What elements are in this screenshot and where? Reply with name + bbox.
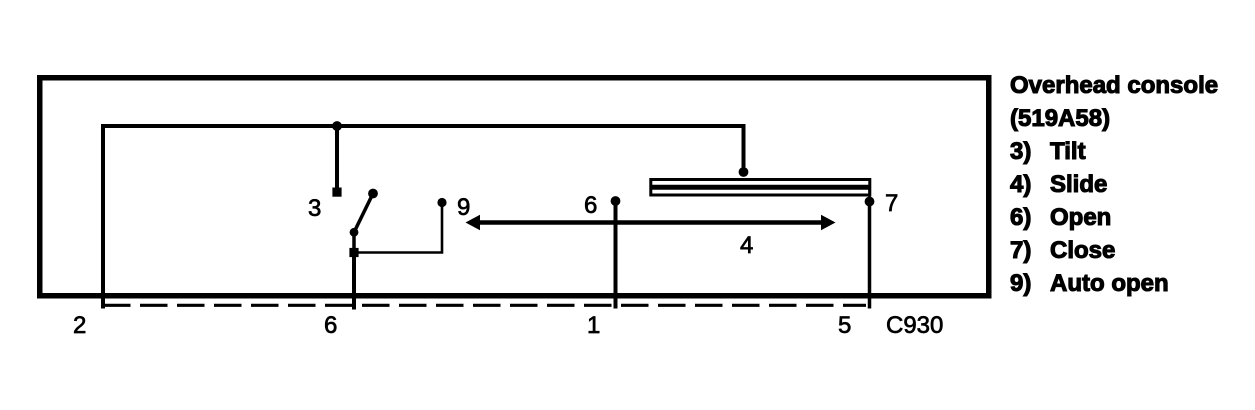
svg-text:4: 4: [740, 232, 753, 259]
svg-text:1: 1: [587, 312, 600, 339]
svg-text:7): 7): [1010, 237, 1031, 264]
svg-text:Close: Close: [1050, 237, 1115, 264]
svg-text:Tilt: Tilt: [1050, 138, 1086, 165]
svg-text:Overhead console: Overhead console: [1010, 72, 1218, 99]
svg-text:5: 5: [838, 312, 851, 339]
svg-text:6: 6: [324, 312, 337, 339]
svg-text:3): 3): [1010, 138, 1031, 165]
svg-text:3: 3: [308, 195, 321, 222]
svg-text:9: 9: [457, 194, 470, 221]
svg-text:2: 2: [73, 312, 86, 339]
svg-text:Slide: Slide: [1050, 171, 1107, 198]
svg-text:Auto open: Auto open: [1050, 270, 1169, 297]
svg-text:C930: C930: [886, 312, 943, 339]
svg-text:4): 4): [1010, 171, 1031, 198]
svg-text:7: 7: [885, 190, 898, 217]
svg-text:6: 6: [584, 192, 597, 219]
svg-text:(519A58): (519A58): [1010, 105, 1110, 132]
svg-text:9): 9): [1010, 270, 1031, 297]
svg-text:Open: Open: [1050, 204, 1111, 231]
svg-text:6): 6): [1010, 204, 1031, 231]
